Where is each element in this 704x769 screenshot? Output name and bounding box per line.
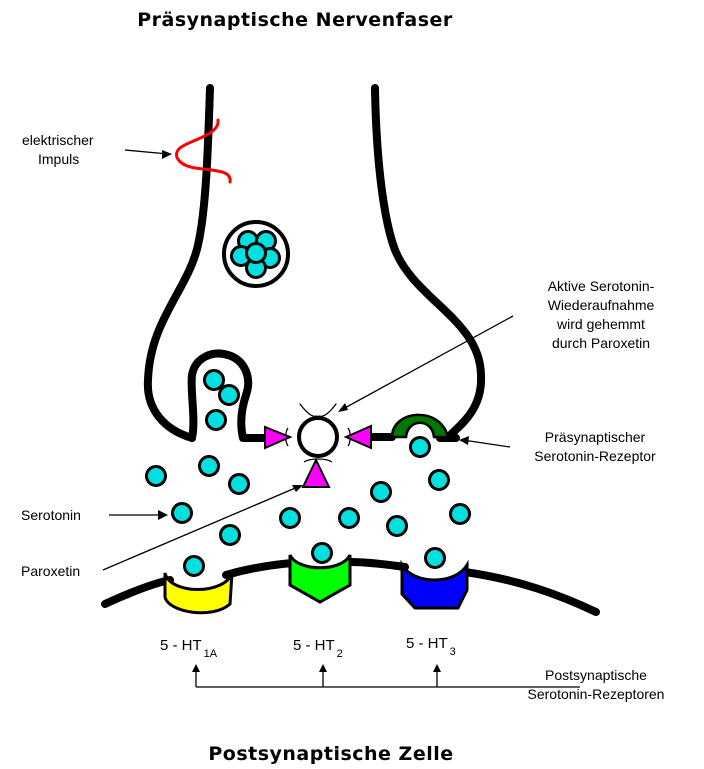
synaptic-vesicle — [224, 222, 288, 286]
serotonin-molecule — [207, 411, 226, 430]
presynaptic-membrane-right — [375, 88, 481, 438]
label-reuptake-line2: Wiederaufnahme — [548, 297, 655, 313]
title-presynaptic-fiber: Präsynaptische Nervenfaser — [137, 9, 453, 31]
label-post-receptors-line2: Serotonin-Rezeptoren — [528, 686, 665, 702]
label-impulse-line2: Impuls — [38, 151, 79, 167]
label-paroxetin: Paroxetin — [21, 563, 80, 579]
label-post-receptors-line1: Postsynaptische — [545, 667, 647, 683]
label-pre-receptor-line2: Serotonin-Rezeptor — [534, 448, 656, 464]
receptor-5ht1a-yellow — [165, 573, 232, 613]
label-reuptake-line3: wird gehemmt — [556, 316, 645, 332]
label-pre-receptor-line1: Präsynaptischer — [545, 429, 646, 445]
paroxetin-blocker-bottom — [303, 460, 329, 487]
title-postsynaptic-cell: Postsynaptische Zelle — [208, 743, 453, 765]
label-serotonin: Serotonin — [21, 507, 81, 523]
label-reuptake-line1: Aktive Serotonin- — [548, 278, 655, 294]
presynaptic-membrane-left — [148, 88, 210, 438]
label-impulse-line1: elektrischer — [22, 132, 94, 148]
presynaptic-autoreceptor — [392, 415, 448, 457]
label-reuptake-line4: durch Paroxetin — [552, 335, 650, 351]
receptor-5ht3-blue — [402, 565, 467, 608]
paroxetin-blocker-right — [346, 426, 371, 448]
serotonin-molecule — [220, 386, 239, 405]
serotonin-molecule — [205, 371, 224, 390]
serotonin-transporter — [286, 404, 351, 462]
